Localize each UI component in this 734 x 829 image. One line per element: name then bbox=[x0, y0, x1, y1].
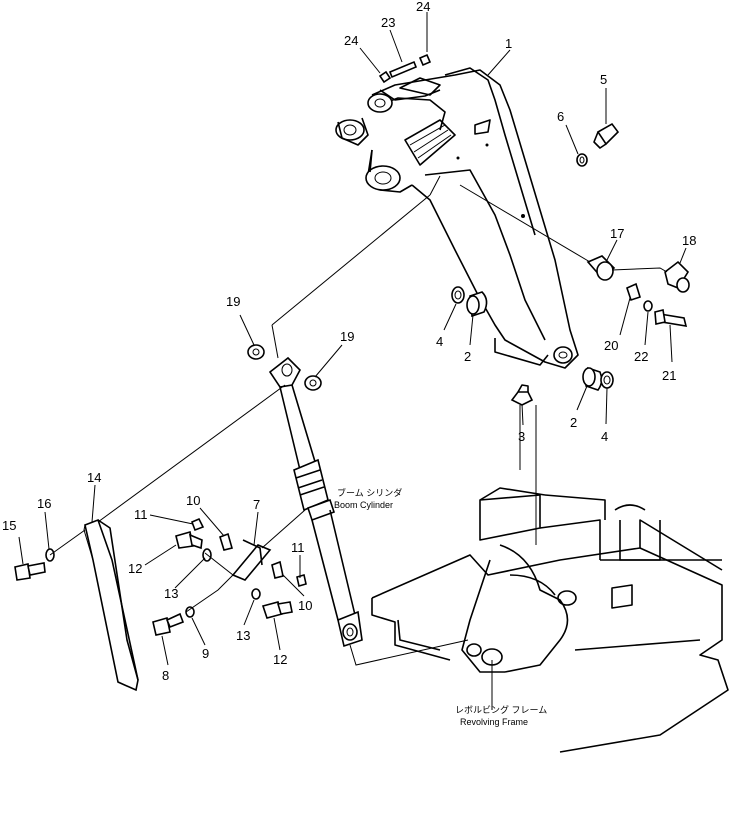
callout-2-right: 2 bbox=[570, 415, 577, 430]
cover-14 bbox=[83, 518, 139, 692]
callout-3: 3 bbox=[518, 429, 525, 444]
callout-12-lower: 12 bbox=[273, 652, 287, 667]
callout-24-left: 24 bbox=[344, 33, 358, 48]
callout-17: 17 bbox=[610, 226, 624, 241]
boom-cylinder-label-jp: ブーム シリンダ bbox=[337, 487, 402, 498]
bolt-21 bbox=[654, 309, 688, 327]
callout-19-upper: 19 bbox=[226, 294, 240, 309]
bushing-2-left bbox=[466, 291, 488, 318]
callout-21: 21 bbox=[662, 368, 676, 383]
nut-24-left bbox=[378, 70, 392, 84]
callout-15: 15 bbox=[2, 518, 16, 533]
callout-23: 23 bbox=[381, 15, 395, 30]
washer-22 bbox=[643, 300, 653, 312]
washer-9 bbox=[185, 606, 195, 618]
callout-20: 20 bbox=[604, 338, 618, 353]
callout-16: 16 bbox=[37, 496, 51, 511]
spacer-20 bbox=[626, 282, 641, 302]
nut-24-right bbox=[418, 53, 432, 67]
washer-19-lower bbox=[304, 375, 322, 391]
revolving-frame-label-en: Revolving Frame bbox=[460, 717, 528, 727]
callout-4-left: 4 bbox=[436, 334, 443, 349]
bushing-4-right bbox=[600, 371, 614, 389]
fitting-18 bbox=[611, 260, 690, 293]
washer-13-lower bbox=[251, 588, 261, 600]
callout-24-right: 24 bbox=[416, 0, 430, 14]
connection-lines bbox=[49, 175, 591, 710]
callout-11-lower: 11 bbox=[291, 540, 305, 555]
callout-22: 22 bbox=[634, 349, 648, 364]
revolving-frame-drawing bbox=[371, 487, 729, 753]
callout-8: 8 bbox=[162, 668, 169, 683]
bracket-clamp-10-lower bbox=[271, 560, 284, 579]
callout-12-upper: 12 bbox=[128, 561, 142, 576]
callout-10-lower: 10 bbox=[298, 598, 312, 613]
bushing-left bbox=[451, 286, 465, 304]
callout-2-left: 2 bbox=[464, 349, 471, 364]
callout-leaders bbox=[18, 12, 687, 666]
callout-numbers: 1 2 2 3 4 4 5 6 7 8 9 10 10 11 11 12 12 … bbox=[2, 0, 696, 683]
callout-7: 7 bbox=[253, 497, 260, 512]
pin-23 bbox=[388, 60, 418, 79]
text-labels: ブーム シリンダ Boom Cylinder レボルビング フレーム Revol… bbox=[334, 487, 547, 727]
revolving-frame-label-jp: レボルビング フレーム bbox=[455, 704, 547, 715]
callout-4-right: 4 bbox=[601, 429, 608, 444]
grease-fitting-3 bbox=[510, 384, 534, 406]
nut-11-upper bbox=[190, 517, 205, 532]
pin-17 bbox=[586, 255, 616, 281]
bolt-15 bbox=[14, 562, 46, 581]
callout-9: 9 bbox=[202, 646, 209, 661]
bolt-12-upper bbox=[175, 530, 203, 550]
nut-11-lower bbox=[296, 573, 307, 588]
boom-drawing bbox=[335, 67, 579, 369]
bracket-7 bbox=[231, 539, 272, 581]
bolt-5 bbox=[593, 122, 620, 149]
bolt-8 bbox=[152, 612, 185, 636]
bracket-clamp-10-upper bbox=[219, 532, 233, 551]
callout-6: 6 bbox=[557, 109, 564, 124]
callout-11-upper: 11 bbox=[134, 507, 148, 522]
callout-14: 14 bbox=[87, 470, 101, 485]
callout-13-lower: 13 bbox=[236, 628, 250, 643]
callout-10-upper: 10 bbox=[186, 493, 200, 508]
bolt-12-lower bbox=[261, 601, 293, 619]
boom-cylinder-label-en: Boom Cylinder bbox=[334, 500, 393, 510]
callout-13-upper: 13 bbox=[164, 586, 178, 601]
callout-18: 18 bbox=[682, 233, 696, 248]
callout-1: 1 bbox=[505, 36, 512, 51]
bushing-2-right bbox=[582, 366, 603, 391]
callout-5: 5 bbox=[600, 72, 607, 87]
boom-cylinder-drawing bbox=[268, 356, 363, 648]
washer-6 bbox=[576, 153, 588, 167]
washer-19-upper bbox=[247, 344, 265, 360]
callout-19-lower: 19 bbox=[340, 329, 354, 344]
